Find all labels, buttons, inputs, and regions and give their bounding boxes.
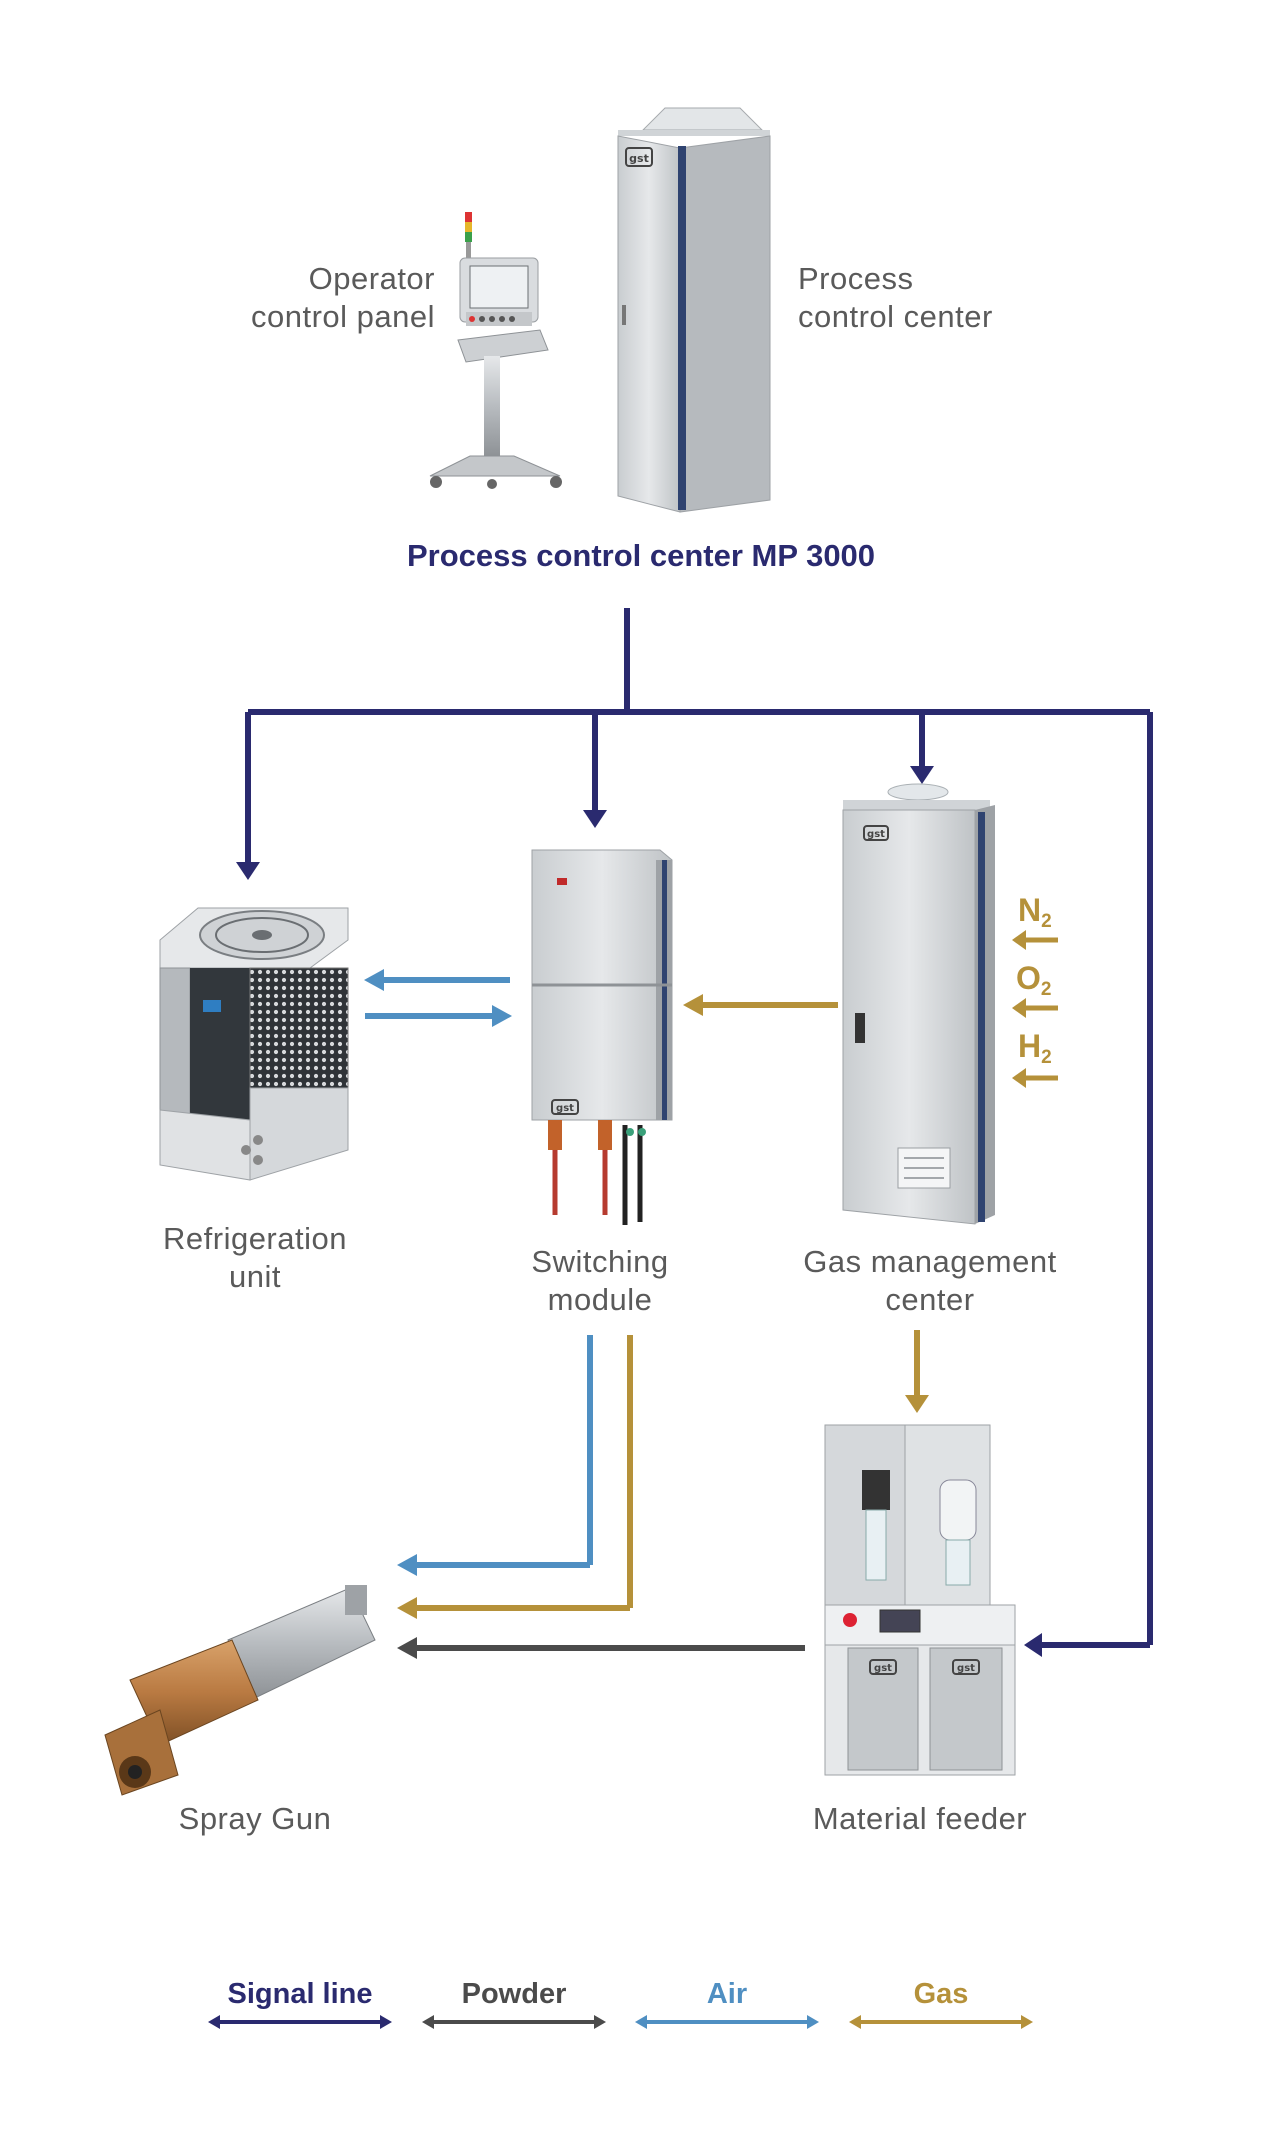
legend-signal-line: Signal line [227,1978,373,2010]
switching-module-image: gst [531,849,673,1225]
gas-subscript: 2 [1040,979,1052,1000]
gst-logo: gst [629,152,649,165]
label-line: Gas management [803,1244,1057,1279]
label-line: Material feeder [812,1801,1028,1836]
legend-gas: Gas [913,1978,969,2010]
label-line: Process [798,261,914,296]
label-line: unit [229,1259,281,1294]
gas-subscript: 2 [1041,1047,1052,1068]
gas-symbol: H [1018,1028,1042,1064]
svg-text:gst: gst [874,1663,892,1674]
label-line: Operator [308,261,435,296]
svg-text:gst: gst [867,829,885,840]
gas-symbol: N [1018,892,1042,928]
gas-label-h2: H2 [1018,1028,1052,1069]
process-control-center-image: gst [617,107,771,513]
material-feeder-label: Material feeder [770,1800,1070,1838]
label-line: Refrigeration [163,1221,347,1256]
svg-text:gst: gst [556,1103,574,1114]
process-control-center-label: Process control center [798,260,1058,336]
gas-management-center-label: Gas management center [770,1243,1090,1319]
air-lines [365,977,593,1568]
legend-powder: Powder [461,1978,567,2010]
gas-input-arrows [1020,937,1058,1081]
label-line: module [547,1282,653,1317]
signal-lines [245,608,1153,1648]
gas-symbol: O [1016,960,1041,996]
gas-lines [415,1002,920,1611]
operator-control-panel-label: Operator control panel [185,260,435,336]
gas-label-o2: O2 [1016,960,1051,1001]
spray-gun-label: Spray Gun [125,1800,385,1838]
signal-arrowheads [236,766,1042,1657]
refrigeration-unit-label: Refrigeration unit [115,1220,395,1296]
label-line: Switching [531,1244,669,1279]
spray-gun-image [104,1585,376,1796]
gas-management-center-image: gst [842,783,995,1225]
label-line: control center [798,299,993,334]
material-feeder-image: gst gst [824,1424,1016,1776]
legend-arrows [208,2015,1033,2029]
refrigeration-unit-image [159,907,349,1181]
label-line: center [885,1282,975,1317]
label-line: control panel [250,299,435,334]
svg-text:gst: gst [957,1663,975,1674]
legend-air: Air [706,1978,748,2010]
powder-line [397,1637,805,1659]
operator-control-panel-image [429,212,562,489]
label-line: Spray Gun [178,1801,332,1836]
switching-module-label: Switching module [470,1243,730,1319]
page-title: Process control center MP 3000 [406,538,876,573]
gas-label-n2: N2 [1018,892,1052,933]
gas-subscript: 2 [1041,911,1052,932]
